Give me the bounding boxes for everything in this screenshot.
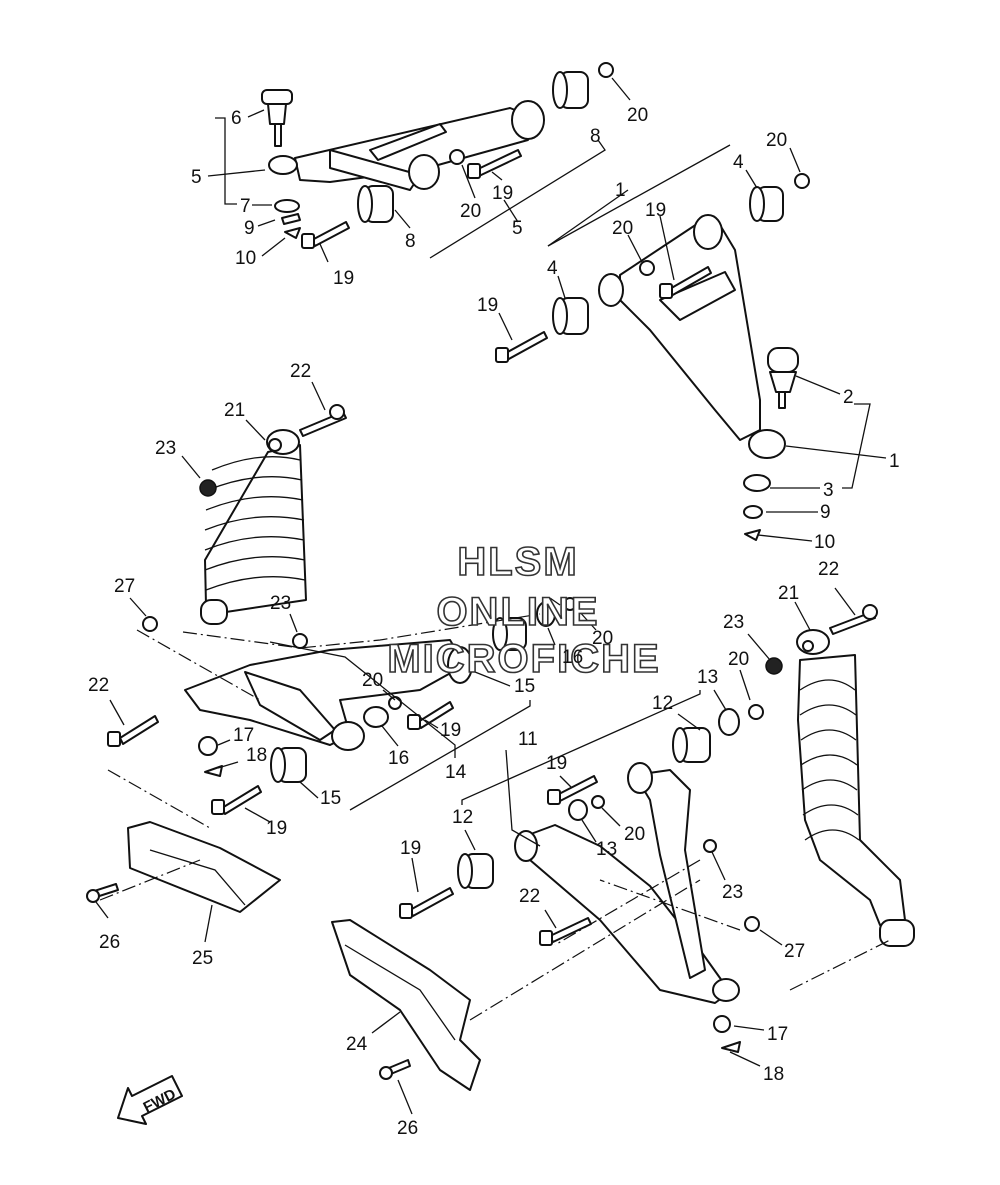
callout-26: 26 <box>99 932 120 953</box>
callout-20: 20 <box>624 824 645 845</box>
callout-16: 16 <box>562 647 583 668</box>
callout-17: 17 <box>767 1024 788 1045</box>
watermark-line-2: ONLINE <box>436 590 599 634</box>
callout-19: 19 <box>440 720 461 741</box>
callout-7: 7 <box>240 196 251 217</box>
callout-19: 19 <box>400 838 421 859</box>
callout-6: 6 <box>231 108 242 129</box>
callout-20: 20 <box>362 670 383 691</box>
callout-19: 19 <box>477 295 498 316</box>
ball-joint-left <box>261 89 293 147</box>
callout-20: 20 <box>460 201 481 222</box>
watermark-line-1: HLSM <box>457 540 578 584</box>
callout-23: 23 <box>155 438 176 459</box>
assembly-lines <box>99 613 891 1021</box>
callout-19: 19 <box>333 268 354 289</box>
fwd-direction-arrow: FWD <box>117 1075 183 1125</box>
watermark: HLSM ONLINE MICROFICHE <box>387 539 660 682</box>
callout-19: 19 <box>645 200 666 221</box>
callout-27: 27 <box>784 941 805 962</box>
callout-9: 9 <box>244 218 255 239</box>
callout-20: 20 <box>728 649 749 670</box>
callout-20: 20 <box>612 218 633 239</box>
callout-10: 10 <box>235 248 256 269</box>
callout-8: 8 <box>590 126 601 147</box>
callout-27: 27 <box>114 576 135 597</box>
callout-15: 15 <box>320 788 341 809</box>
callout-19: 19 <box>492 183 513 204</box>
callout-25: 25 <box>192 948 213 969</box>
callout-23: 23 <box>722 882 743 903</box>
callout-5: 5 <box>512 218 523 239</box>
callout-22: 22 <box>818 559 839 580</box>
callout-13: 13 <box>697 667 718 688</box>
callout-16: 16 <box>388 748 409 769</box>
callout-12: 12 <box>652 693 673 714</box>
callout-4: 4 <box>547 258 558 279</box>
callout-5: 5 <box>191 167 202 188</box>
lower-arm-left <box>107 597 577 815</box>
callout-9: 9 <box>820 502 831 523</box>
callout-22: 22 <box>290 361 311 382</box>
watermark-line-3: MICROFICHE <box>387 637 660 681</box>
shock-left <box>199 404 347 625</box>
callout-2: 2 <box>843 387 854 408</box>
callout-1: 1 <box>889 451 900 472</box>
ball-joint-right <box>767 347 799 409</box>
callout-20: 20 <box>592 628 613 649</box>
callout-20: 20 <box>627 105 648 126</box>
callout-24: 24 <box>346 1034 368 1055</box>
callout-4: 4 <box>733 152 744 173</box>
guard-right <box>331 919 481 1091</box>
callout-26: 26 <box>397 1118 418 1139</box>
bolts-right-upper <box>495 266 712 363</box>
callout-21: 21 <box>224 400 245 421</box>
callout-labels: 6 5 7 9 10 19 8 20 19 5 8 20 1 4 20 19 2… <box>88 105 900 1139</box>
callout-19: 19 <box>266 818 287 839</box>
callout-23: 23 <box>723 612 744 633</box>
callout-22: 22 <box>519 886 540 907</box>
callout-22: 22 <box>88 675 109 696</box>
callout-8: 8 <box>405 231 416 252</box>
callout-15: 15 <box>514 676 535 697</box>
callout-1: 1 <box>615 180 626 201</box>
upper-arm-left <box>268 100 545 191</box>
callout-14: 14 <box>445 762 467 783</box>
bushings-right-upper <box>552 173 810 541</box>
callout-13: 13 <box>596 839 617 860</box>
guard-left <box>86 821 281 913</box>
callout-11: 11 <box>518 729 538 750</box>
callout-21: 21 <box>778 583 799 604</box>
bushings-left-upper <box>274 62 614 239</box>
callout-19: 19 <box>546 753 567 774</box>
leader-lines <box>95 77 887 1115</box>
lower-arm-right <box>399 704 764 1053</box>
callout-10: 10 <box>814 532 835 553</box>
callout-20: 20 <box>766 130 787 151</box>
callout-3: 3 <box>823 480 834 501</box>
callout-23: 23 <box>270 593 291 614</box>
callout-18: 18 <box>246 745 267 766</box>
callout-18: 18 <box>763 1064 784 1085</box>
bolts-left-upper <box>301 149 522 249</box>
shock-right <box>765 604 915 947</box>
upper-arm-right <box>598 214 786 459</box>
callout-17: 17 <box>233 725 254 746</box>
callout-12: 12 <box>452 807 473 828</box>
